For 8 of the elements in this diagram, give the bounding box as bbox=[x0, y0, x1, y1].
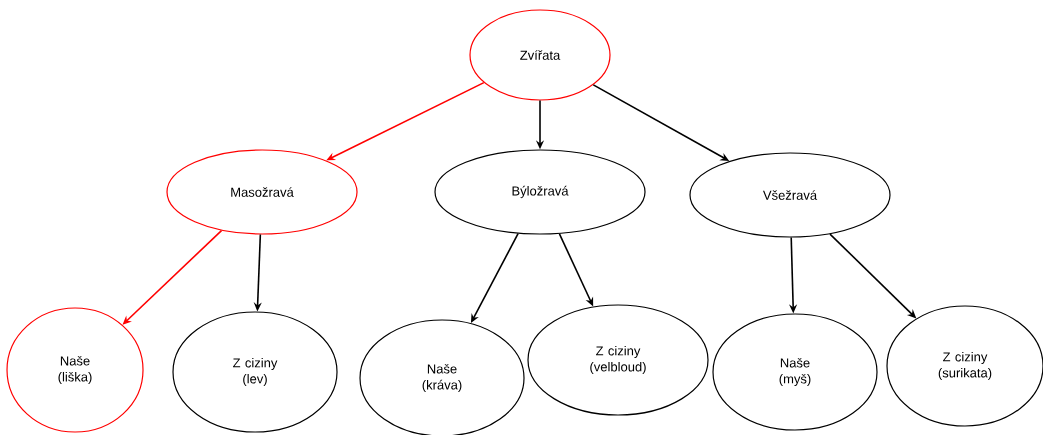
ellipse-node: Zvířata bbox=[469, 9, 611, 101]
ellipse-node: Naše (myš) bbox=[712, 313, 878, 431]
ellipse-node: Masožravá bbox=[166, 149, 358, 235]
ellipse-node: Všežravá bbox=[689, 152, 891, 238]
ellipse-node: Z ciziny (velbloud) bbox=[527, 304, 709, 416]
ellipse-node: Naše (liška) bbox=[6, 307, 144, 433]
ellipse-node: Z ciziny (lev) bbox=[172, 311, 338, 433]
ellipse-node: Býložravá bbox=[434, 149, 646, 235]
